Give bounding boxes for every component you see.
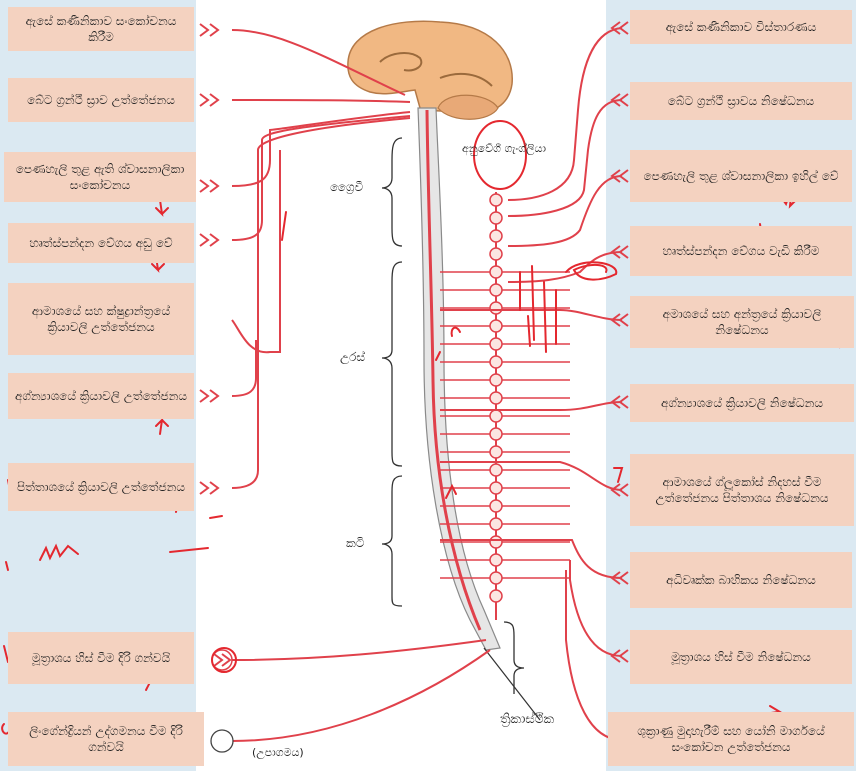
- chain-ganglion: [490, 536, 502, 548]
- box-bronchi-constrict-text: පෙණහැලි තුළ ඇති ශ්වාසනාලිකා සංකෝචනය: [10, 161, 190, 193]
- box-genital-erect: ලිංගේන්ද්‍රියන් උද්ගමනය වීම දිරි ගන්වයි: [8, 712, 204, 766]
- box-bronchi-relax: පෙණහැලි තුළ ශ්වාසනාලිකා ඉහිල් වේ: [630, 150, 852, 202]
- lumbar-brace: [382, 476, 402, 606]
- box-heart-slow: හෘත්ස්පන්දන වේගය අඩු වේ: [8, 223, 194, 263]
- chain-ganglion: [490, 248, 502, 260]
- box-stomach-inhibit-text: අමාශයේ සහ අන්ත්‍රයේ ක්‍රියාවලි නිෂේධනය: [636, 306, 848, 338]
- box-glucose-stim-text: ආමාශයේ ග්ලූකෝස් නිදහස් වීම උත්තේජනය පිත්…: [636, 474, 848, 506]
- sacral-pointer: [484, 648, 540, 720]
- box-pupil-dilate: ඇසේ කණීනිකාව විස්තාරණය: [630, 10, 852, 44]
- box-glucose-stim: ආමාශයේ ග්ලූකෝස් නිදහස් වීම උත්තේජනය පිත්…: [630, 454, 854, 526]
- chain-ganglion: [490, 320, 502, 332]
- box-pupil-constrict: ඇසේ කණීනිකාව සංකෝචනය කිරීම: [8, 7, 194, 51]
- box-saliva-inhibit: බේට ග්‍රන්ථී ස්‍රාවය නිෂේධනය: [630, 82, 852, 120]
- box-pancreas-stim: අග්න්‍යාශයේ ක්‍රියාවලි උත්තේජනය: [8, 373, 194, 419]
- chain-ganglion: [490, 410, 502, 422]
- box-saliva-stim: බේට ග්‍රන්ථී ස්‍රාව උත්තේජනය: [8, 78, 194, 122]
- chain-ganglion: [490, 356, 502, 368]
- box-heart-fast-text: හෘත්ස්පන්දන වේගය වැඩි කිරීම: [663, 243, 820, 259]
- box-genital-erect-text: ලිංගේන්ද්‍රියන් උද්ගමනය වීම දිරි ගන්වයි: [14, 723, 198, 755]
- box-gallbladder-stim: පිත්තාශයේ ක්‍රියාවලි උත්තේජනය: [8, 463, 194, 511]
- right-nerves: [440, 28, 622, 740]
- chain-ganglion: [490, 554, 502, 566]
- chain-ganglion: [490, 302, 502, 314]
- box-pancreas-inhibit: අග්න්‍යාශයේ ක්‍රියාවලි නිෂේධනය: [630, 384, 854, 422]
- box-bladder-contract: මූත්‍රාශය හිස් වීම දිරි ගන්වයි: [8, 632, 194, 684]
- box-adrenal-inhibit: අධිවෘක්ක බාහිකය නිෂේධනය: [630, 552, 852, 608]
- box-heart-fast: හෘත්ස්පන්දන වේගය වැඩි කිරීම: [630, 226, 852, 276]
- chain-ganglion: [490, 338, 502, 350]
- cervical-brace: [382, 138, 402, 246]
- lumbar-label: කටි: [346, 536, 364, 551]
- box-pancreas-stim-text: අග්න්‍යාශයේ ක්‍රියාවලි උත්තේජනය: [15, 388, 187, 404]
- right-chevrons: [612, 22, 628, 746]
- box-stomach-stim: ආමාශයේ සහ ක්ෂුද්‍රාන්ත්‍රයේ ක්‍රියාවලි උ…: [8, 283, 194, 355]
- box-heart-slow-text: හෘත්ස්පන්දන වේගය අඩු වේ: [29, 235, 172, 251]
- box-bladder-inhibit: මූත්‍රාශය හිස් වීම නිෂේධනය: [630, 630, 852, 684]
- chain-ganglion: [490, 590, 502, 602]
- thoracic-brace: [382, 262, 402, 466]
- box-pupil-dilate-text: ඇසේ කණීනිකාව විස්තාරණය: [666, 19, 816, 35]
- box-pancreas-inhibit-text: අග්න්‍යාශයේ ක්‍රියාවලි නිෂේධනය: [661, 395, 823, 411]
- chain-ganglion: [490, 212, 502, 224]
- box-bladder-inhibit-text: මූත්‍රාශය හිස් වීම නිෂේධනය: [671, 649, 811, 665]
- chain-ganglion: [490, 374, 502, 386]
- chain-ganglion: [490, 194, 502, 206]
- chain-ganglion: [490, 500, 502, 512]
- chain-ganglion: [490, 284, 502, 296]
- thoracic-label: උරස්: [340, 350, 365, 365]
- box-saliva-inhibit-text: බේට ග්‍රන්ථී ස්‍රාවය නිෂේධනය: [668, 93, 814, 109]
- box-adrenal-inhibit-text: අධිවෘක්ක බාහිකය නිෂේධනය: [666, 572, 816, 588]
- box-bladder-contract-text: මූත්‍රාශය හිස් වීම දිරි ගන්වයි: [32, 650, 170, 666]
- chain-ganglion: [490, 446, 502, 458]
- cervical-label: ග්‍රෛවී: [330, 180, 363, 195]
- chain-ganglion: [490, 266, 502, 278]
- pelvic-ganglion: [211, 730, 233, 752]
- box-gallbladder-stim-text: පිත්තාශයේ ක්‍රියාවලි උත්තේජනය: [17, 479, 185, 495]
- box-stomach-inhibit: අමාශයේ සහ අන්ත්‍රයේ ක්‍රියාවලි නිෂේධනය: [630, 296, 854, 348]
- chain-ganglion: [490, 518, 502, 530]
- box-ejaculation: ශුක්‍රාණු මුදාහැරීම් සහ යෝනි මාර්ගයේ සංක…: [608, 712, 854, 766]
- chain-ganglion: [490, 428, 502, 440]
- chain-ganglion: [490, 230, 502, 242]
- left-nerves: [232, 30, 490, 741]
- chain-ganglion: [490, 464, 502, 476]
- chain-ganglion: [490, 572, 502, 584]
- chain-ganglion: [490, 482, 502, 494]
- box-bronchi-relax-text: පෙණහැලි තුළ ශ්වාසනාලිකා ඉහිල් වේ: [643, 168, 838, 184]
- left-chevrons: [200, 24, 230, 747]
- box-pupil-constrict-text: ඇසේ කණීනිකාව සංකෝචනය කිරීම: [14, 13, 188, 45]
- box-ejaculation-text: ශුක්‍රාණු මුදාහැරීම් සහ යෝනි මාර්ගයේ සංක…: [614, 723, 848, 755]
- parasympathetic-note: (උපාගමය): [252, 746, 304, 760]
- box-saliva-stim-text: බේට ග්‍රන්ථී ස්‍රාව උත්තේජනය: [27, 92, 175, 108]
- chain-ganglion: [490, 392, 502, 404]
- box-bronchi-constrict: පෙණහැලි තුළ ඇති ශ්වාසනාලිකා සංකෝචනය: [4, 152, 196, 202]
- sacral-brace: [504, 622, 524, 694]
- box-stomach-stim-text: ආමාශයේ සහ ක්ෂුද්‍රාන්ත්‍රයේ ක්‍රියාවලි උ…: [14, 303, 188, 335]
- sacral-label: ත්‍රිකාස්ථික: [500, 712, 554, 727]
- ganglia-label: අනුවේගී ගැංග්ලියා: [458, 142, 550, 156]
